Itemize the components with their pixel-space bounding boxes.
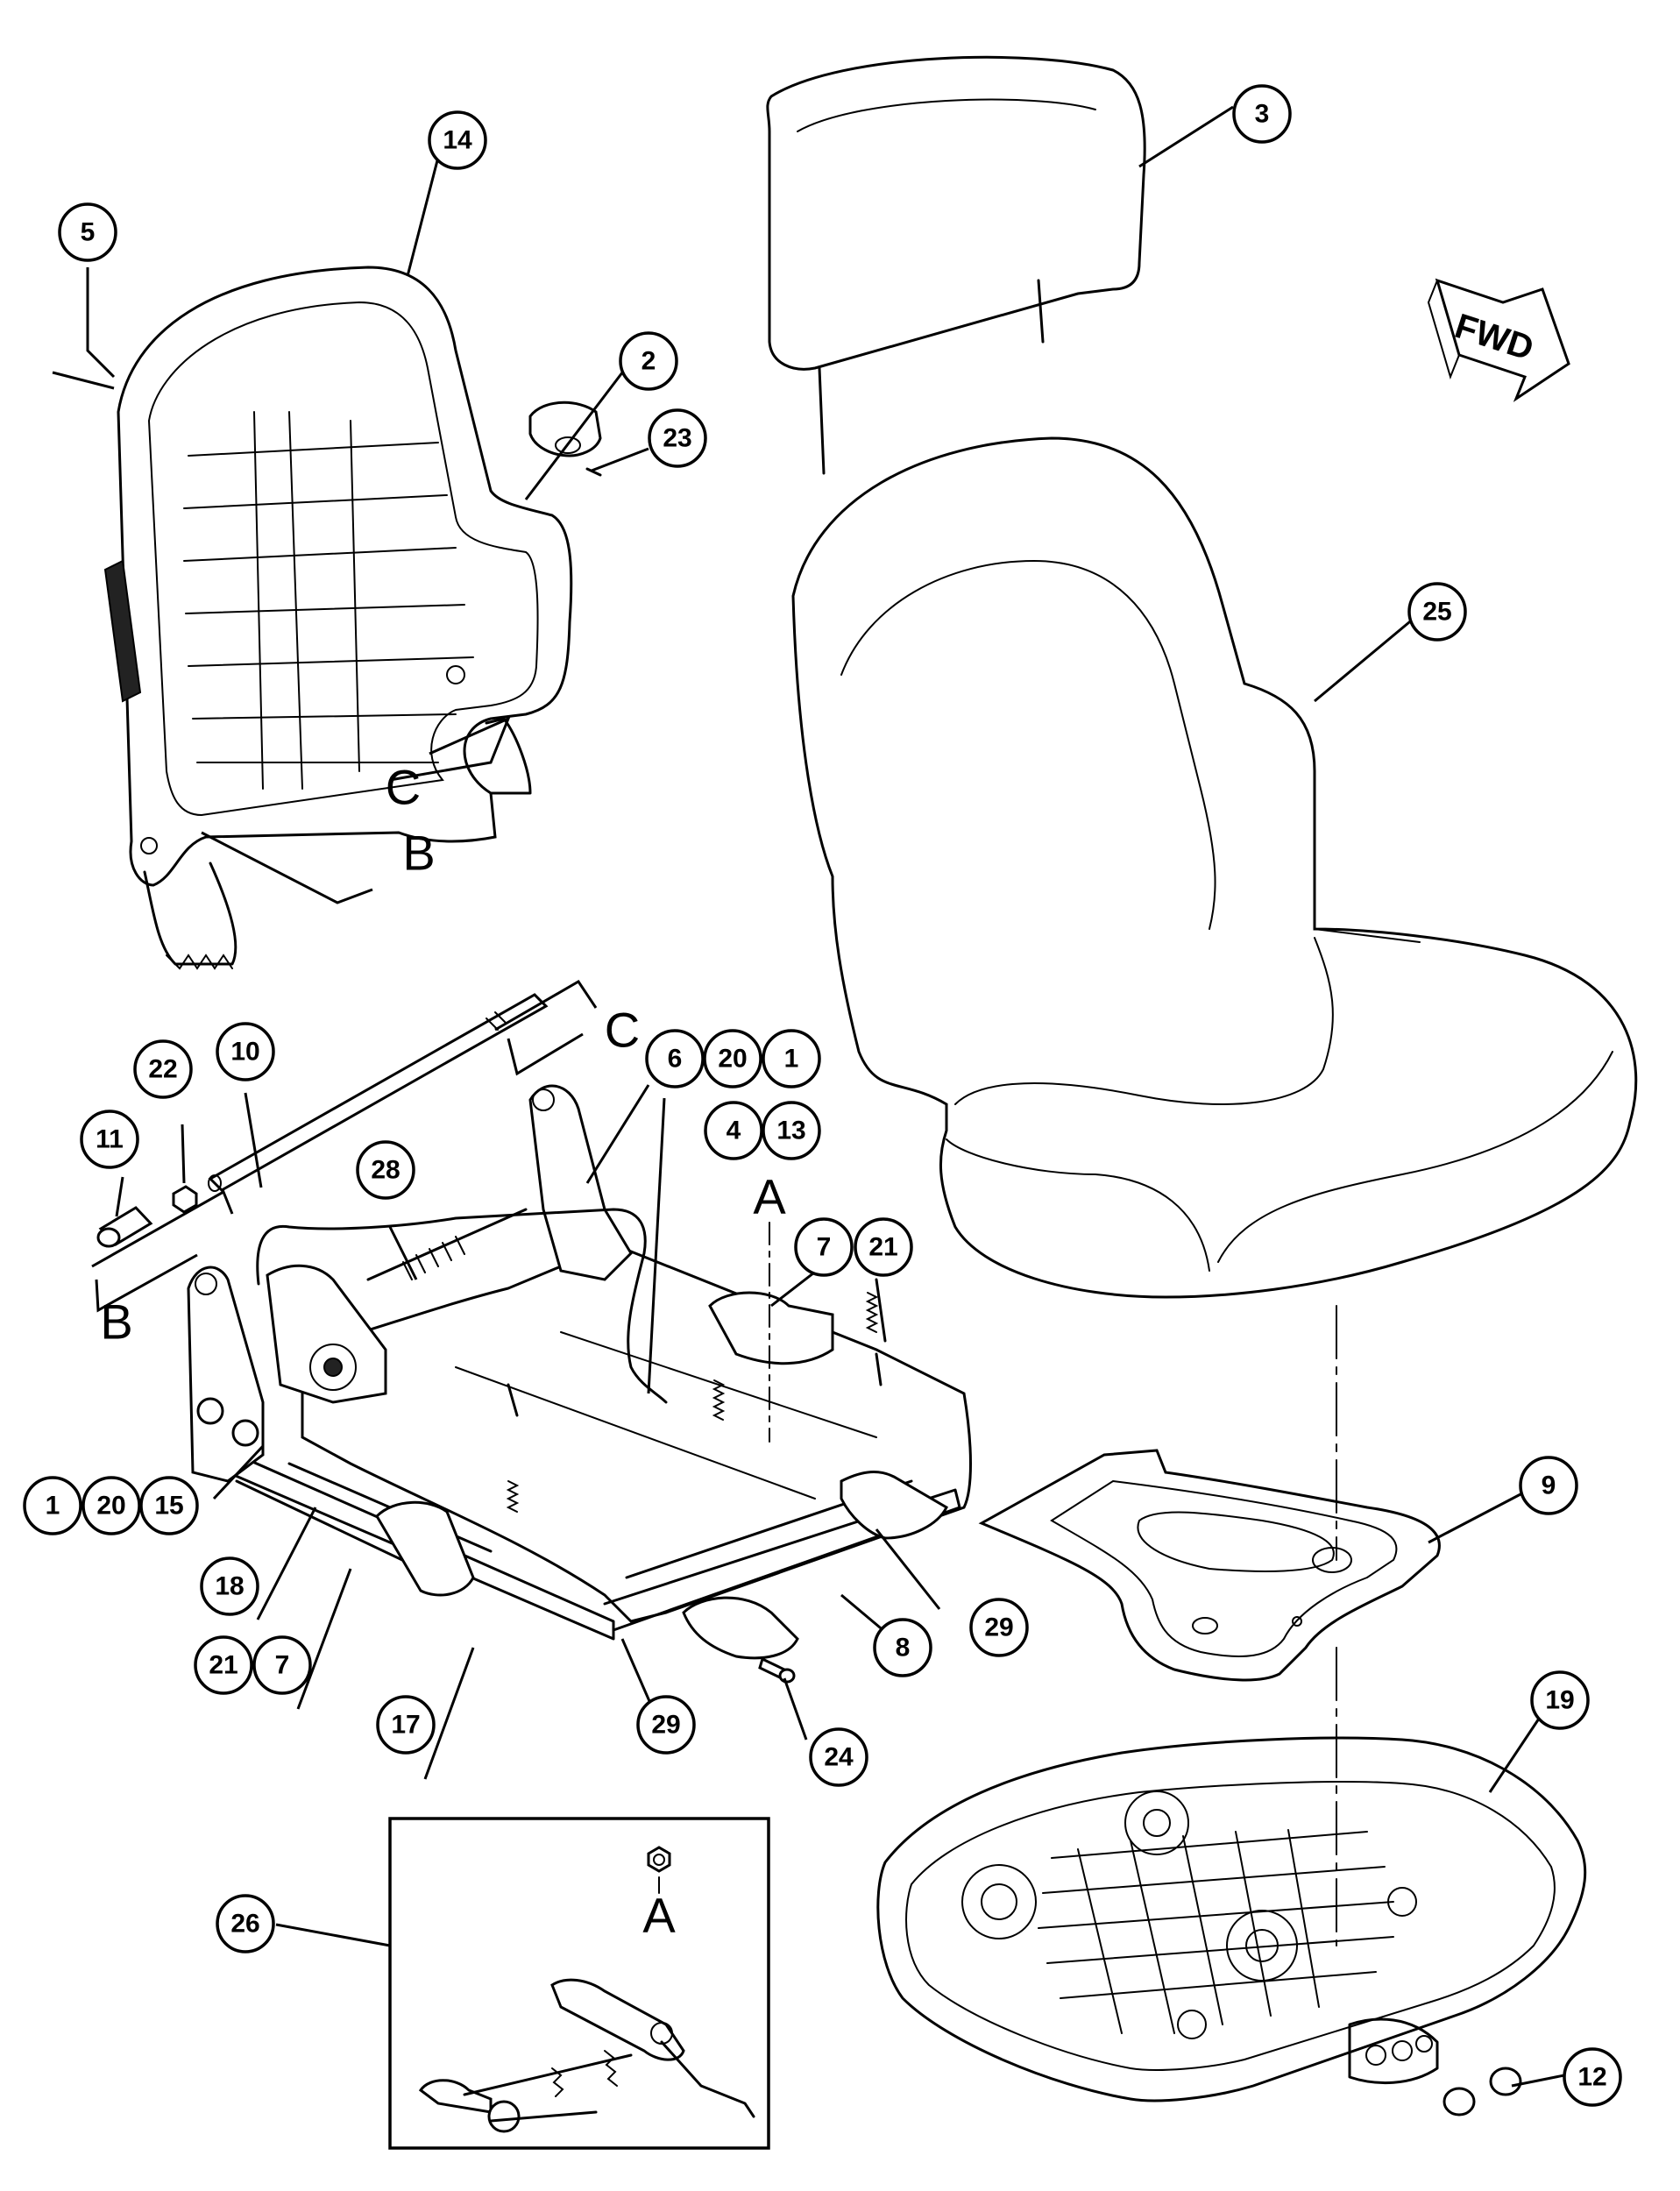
svg-text:2: 2 bbox=[642, 347, 656, 376]
svg-text:9: 9 bbox=[1542, 1471, 1556, 1500]
svg-text:7: 7 bbox=[817, 1233, 832, 1262]
section-letter-c-track: C bbox=[605, 1003, 640, 1058]
callout-2: 2 bbox=[619, 331, 678, 391]
svg-text:21: 21 bbox=[209, 1651, 237, 1680]
svg-text:10: 10 bbox=[230, 1038, 259, 1067]
callout-6: 6 bbox=[645, 1029, 705, 1088]
svg-text:17: 17 bbox=[391, 1711, 420, 1740]
seat-cushion-cover bbox=[791, 436, 1638, 1299]
svg-text:11: 11 bbox=[96, 1125, 124, 1154]
callout-28: 28 bbox=[356, 1140, 415, 1200]
callout-12: 12 bbox=[1563, 2047, 1622, 2107]
svg-text:29: 29 bbox=[651, 1711, 680, 1740]
callout-1-top: 1 bbox=[762, 1029, 821, 1088]
svg-text:14: 14 bbox=[443, 126, 472, 155]
seat-track-assembly bbox=[187, 1084, 972, 1660]
callout-22: 22 bbox=[133, 1039, 193, 1099]
callout-21-bottom: 21 bbox=[194, 1635, 253, 1695]
callout-7-bottom: 7 bbox=[252, 1635, 312, 1695]
seat-back-frame bbox=[103, 266, 573, 970]
cushion-pan bbox=[978, 1449, 1441, 1682]
callouts: 5 14 2 23 3 25 10 22 11 28 6 20 1 4 13 7… bbox=[23, 84, 1622, 2107]
callout-20-left: 20 bbox=[82, 1476, 141, 1535]
section-letter-b-back: B bbox=[402, 826, 435, 881]
callout-20-top: 20 bbox=[703, 1029, 762, 1088]
svg-text:28: 28 bbox=[371, 1156, 400, 1185]
svg-text:26: 26 bbox=[230, 1910, 259, 1939]
plugs bbox=[1443, 2067, 1522, 2117]
svg-text:18: 18 bbox=[215, 1572, 244, 1601]
callout-9: 9 bbox=[1519, 1456, 1578, 1515]
section-letter-b-track: B bbox=[100, 1294, 132, 1350]
callout-29: 29 bbox=[969, 1598, 1029, 1657]
svg-text:1: 1 bbox=[46, 1492, 60, 1521]
cushion-frame bbox=[876, 1736, 1587, 2102]
svg-text:4: 4 bbox=[727, 1117, 741, 1145]
callout-8: 8 bbox=[873, 1618, 932, 1677]
callout-24: 24 bbox=[809, 1727, 868, 1787]
callout-14: 14 bbox=[428, 110, 487, 170]
svg-text:12: 12 bbox=[1577, 2063, 1606, 2092]
svg-text:6: 6 bbox=[668, 1045, 683, 1074]
svg-text:25: 25 bbox=[1422, 598, 1451, 627]
svg-text:7: 7 bbox=[275, 1651, 290, 1680]
callout-26: 26 bbox=[216, 1894, 275, 1953]
callout-27: 29 bbox=[636, 1695, 696, 1755]
callout-21-right: 21 bbox=[854, 1217, 913, 1277]
callout-23: 23 bbox=[648, 408, 707, 468]
section-letter-a-detail: A bbox=[642, 1888, 676, 1943]
section-brackets bbox=[91, 716, 598, 1313]
svg-text:29: 29 bbox=[984, 1613, 1013, 1642]
forward-arrow: FWD bbox=[1427, 278, 1570, 402]
svg-text:5: 5 bbox=[81, 218, 96, 247]
callout-15: 15 bbox=[139, 1476, 199, 1535]
callout-3: 3 bbox=[1232, 84, 1292, 144]
svg-text:21: 21 bbox=[868, 1233, 897, 1262]
svg-text:13: 13 bbox=[776, 1117, 805, 1145]
section-letter-c-back: C bbox=[386, 760, 421, 815]
svg-text:24: 24 bbox=[824, 1743, 854, 1772]
svg-text:3: 3 bbox=[1255, 100, 1270, 129]
spacer-and-nut bbox=[96, 1185, 198, 1248]
callout-11: 11 bbox=[80, 1110, 139, 1169]
svg-text:23: 23 bbox=[663, 424, 691, 453]
recliner-knob bbox=[528, 401, 602, 477]
svg-text:20: 20 bbox=[96, 1492, 125, 1521]
callout-7-right: 7 bbox=[794, 1217, 854, 1277]
svg-text:8: 8 bbox=[896, 1634, 911, 1663]
callout-18: 18 bbox=[200, 1556, 259, 1616]
svg-text:15: 15 bbox=[154, 1492, 183, 1521]
callout-19: 19 bbox=[1530, 1670, 1590, 1730]
callout-25: 25 bbox=[1407, 582, 1467, 642]
section-letter-a-track: A bbox=[753, 1169, 786, 1224]
recliner-cable bbox=[256, 1208, 668, 1404]
svg-text:22: 22 bbox=[148, 1055, 177, 1084]
cross-rod bbox=[208, 993, 549, 1192]
svg-text:20: 20 bbox=[718, 1045, 747, 1074]
screw bbox=[758, 1656, 796, 1684]
callout-13: 13 bbox=[762, 1101, 821, 1160]
svg-text:1: 1 bbox=[784, 1045, 799, 1074]
section-letters: A B C C B A bbox=[100, 760, 786, 1943]
springs bbox=[506, 1292, 879, 1513]
callout-5: 5 bbox=[58, 202, 117, 262]
callout-1-left: 1 bbox=[23, 1476, 82, 1535]
callout-17: 17 bbox=[376, 1695, 436, 1755]
svg-text:19: 19 bbox=[1545, 1686, 1574, 1715]
callout-10: 10 bbox=[216, 1022, 275, 1081]
callout-4: 4 bbox=[704, 1101, 763, 1160]
headrest bbox=[766, 55, 1146, 475]
detail-box bbox=[388, 1817, 770, 2150]
